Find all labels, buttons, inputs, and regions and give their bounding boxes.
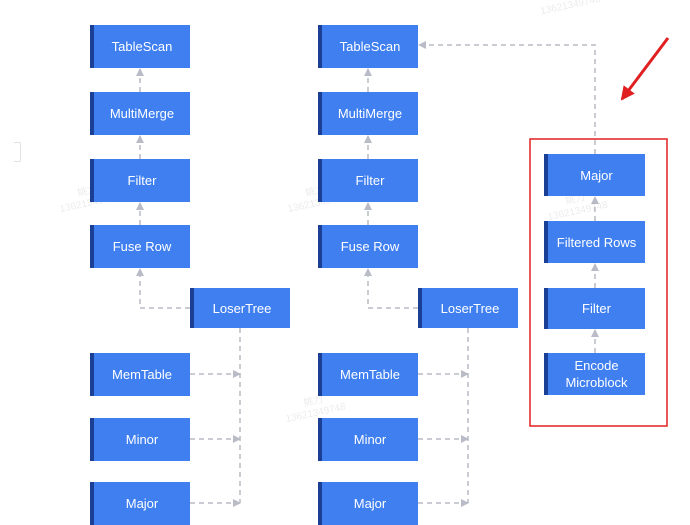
multimerge-node: MultiMerge	[318, 92, 418, 135]
pointer-arrow	[620, 37, 670, 101]
minor-node: Minor	[90, 418, 190, 461]
connector-arrow	[364, 268, 418, 309]
major-node: Major	[318, 482, 418, 525]
losertree-node: LoserTree	[418, 288, 518, 328]
filtered-rows-node: Filtered Rows	[544, 221, 645, 263]
memtable-node: MemTable	[90, 353, 190, 396]
highlight-frame	[529, 138, 668, 427]
connector-arrow	[418, 41, 596, 154]
minor-node: Minor	[318, 418, 418, 461]
losertree-node: LoserTree	[190, 288, 290, 328]
fuse-row-node: Fuse Row	[318, 225, 418, 268]
filter-node: Filter	[90, 159, 190, 202]
page-edge-mark	[14, 142, 21, 162]
memtable-node: MemTable	[318, 353, 418, 396]
encode-microblock-node: Encode Microblock	[544, 353, 645, 395]
filter-node: Filter	[318, 159, 418, 202]
multimerge-node: MultiMerge	[90, 92, 190, 135]
tablescan-node: TableScan	[90, 25, 190, 68]
fuse-row-node: Fuse Row	[90, 225, 190, 268]
connector-arrow	[136, 268, 190, 309]
major-node: Major	[90, 482, 190, 525]
major-node: Major	[544, 154, 645, 196]
filter-node: Filter	[544, 288, 645, 329]
tablescan-node: TableScan	[318, 25, 418, 68]
